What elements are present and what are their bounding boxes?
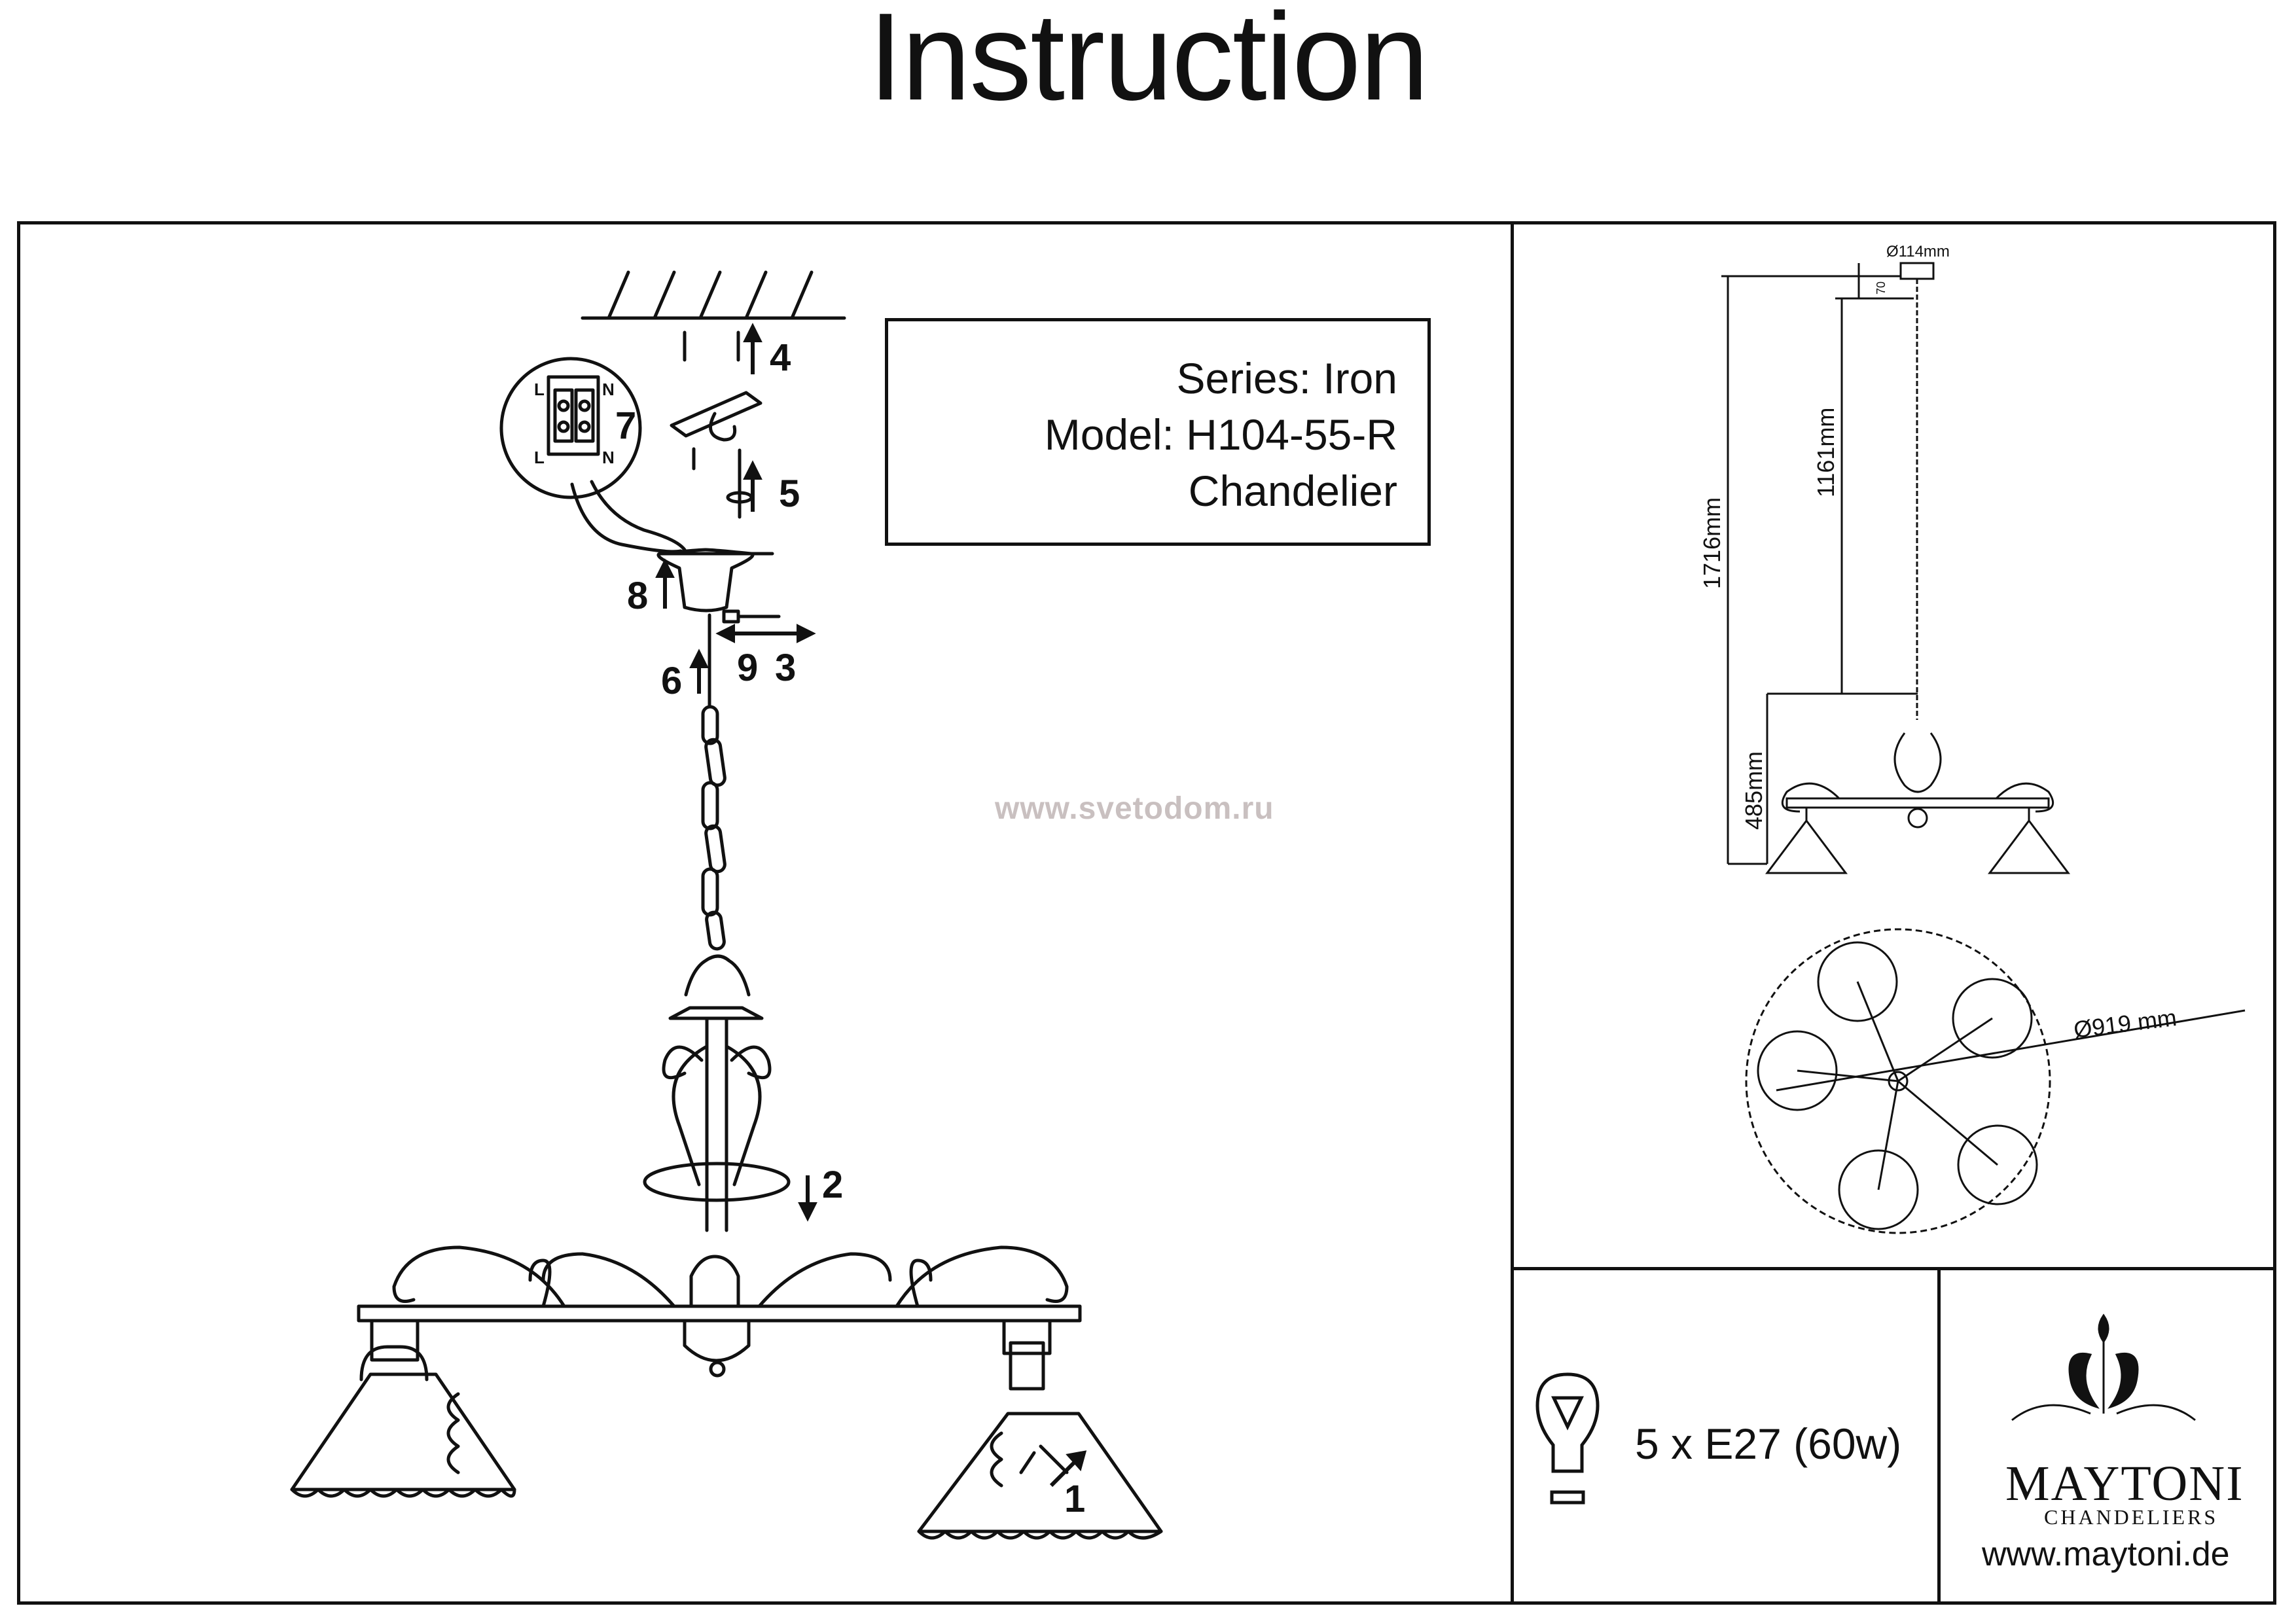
step-4-label: 4 [770, 336, 791, 379]
divider-brand [1937, 1267, 1941, 1605]
step-3-label: 3 [775, 647, 796, 689]
dim-total-height: 1716mm [1698, 497, 1725, 589]
step-6-label: 6 [661, 660, 682, 702]
assembly-drawing: 4 7 5 8 9 3 6 2 1 L N L N [290, 270, 1163, 1540]
divider-horizontal [1511, 1267, 2276, 1270]
dim-chain-height: 1161mm [1812, 408, 1839, 497]
brand-subtitle: CHANDELIERS [2044, 1505, 2219, 1529]
wire-n-top: N [602, 380, 615, 399]
dim-canopy-height: 70 [1874, 281, 1888, 294]
dim-canopy-diameter: Ø114mm [1886, 243, 1950, 260]
page-title: Instruction [868, 0, 1429, 126]
model-info-box: Series: Iron Model: H104-55-R Chandelier [885, 318, 1431, 546]
maytoni-logo-icon [2011, 1313, 2196, 1421]
step-2-label: 2 [822, 1164, 843, 1206]
step-9-label: 9 [737, 647, 758, 689]
divider-vertical [1511, 221, 1514, 1605]
bulb-spec: 5 x E27 (60w) [1635, 1419, 1902, 1468]
type-label: Chandelier [1188, 467, 1397, 515]
step-1-label: 1 [1064, 1478, 1085, 1520]
wire-l-bottom: L [534, 448, 545, 467]
dim-body-height: 485mm [1740, 751, 1767, 830]
step-5-label: 5 [779, 473, 800, 515]
model-label: Model: H104-55-R [1044, 410, 1397, 459]
brand-name: MAYTONI [2005, 1456, 2244, 1511]
step-7-label: 7 [615, 404, 636, 447]
instruction-frame [17, 221, 2276, 1605]
dimension-drawing: Ø114mm 70 1716mm 1161mm 485mm Ø919 mm [1698, 243, 2246, 1234]
brand-website: www.maytoni.de [1982, 1535, 2230, 1573]
wire-l-top: L [534, 380, 545, 399]
watermark: www.svetodom.ru [995, 791, 1274, 826]
wire-n-bottom: N [602, 448, 615, 467]
bulb-icon [1535, 1372, 1600, 1505]
series-label: Series: Iron [1176, 354, 1397, 402]
step-8-label: 8 [627, 575, 648, 617]
dim-diameter: Ø919 mm [2072, 1004, 2178, 1043]
